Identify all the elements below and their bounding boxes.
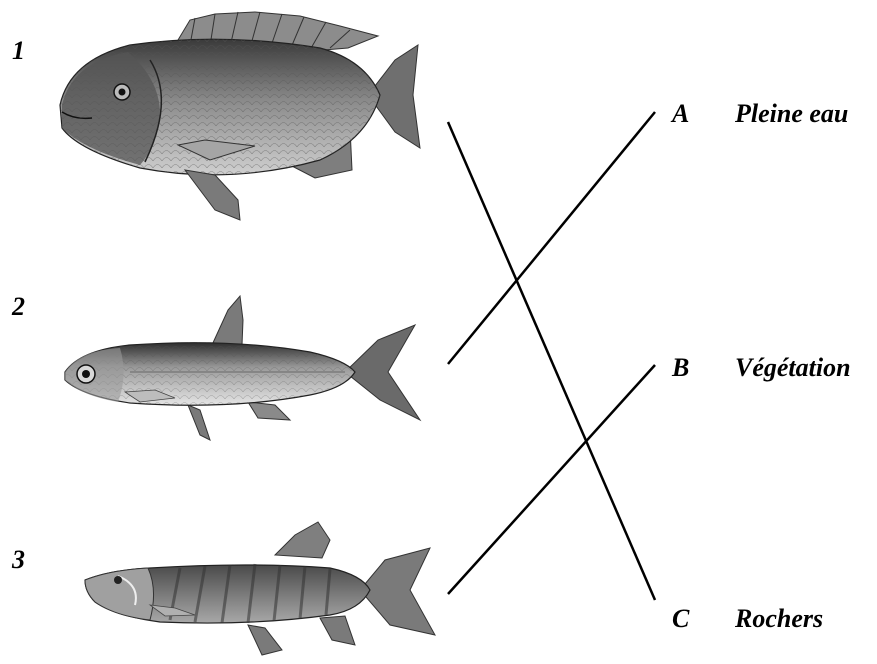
match-line-3-to-B <box>448 365 655 594</box>
habitat-label-rocks: Rochers <box>735 606 823 632</box>
tilapia-fish-illustration <box>60 12 420 220</box>
habitat-label-vegetation: Végétation <box>735 355 851 381</box>
habitat-letter-b: B <box>672 355 689 381</box>
habitat-letter-a: A <box>672 101 689 127</box>
fish-number-1: 1 <box>12 38 25 64</box>
herring-like-fish-illustration <box>65 296 420 440</box>
match-line-1-to-C <box>448 122 655 600</box>
habitat-letter-c: C <box>672 606 689 632</box>
pike-like-fish-illustration <box>85 522 435 655</box>
match-line-2-to-A <box>448 112 655 364</box>
habitat-label-open-water: Pleine eau <box>735 101 848 127</box>
fish-number-3: 3 <box>12 547 25 573</box>
fish-number-2: 2 <box>12 294 25 320</box>
